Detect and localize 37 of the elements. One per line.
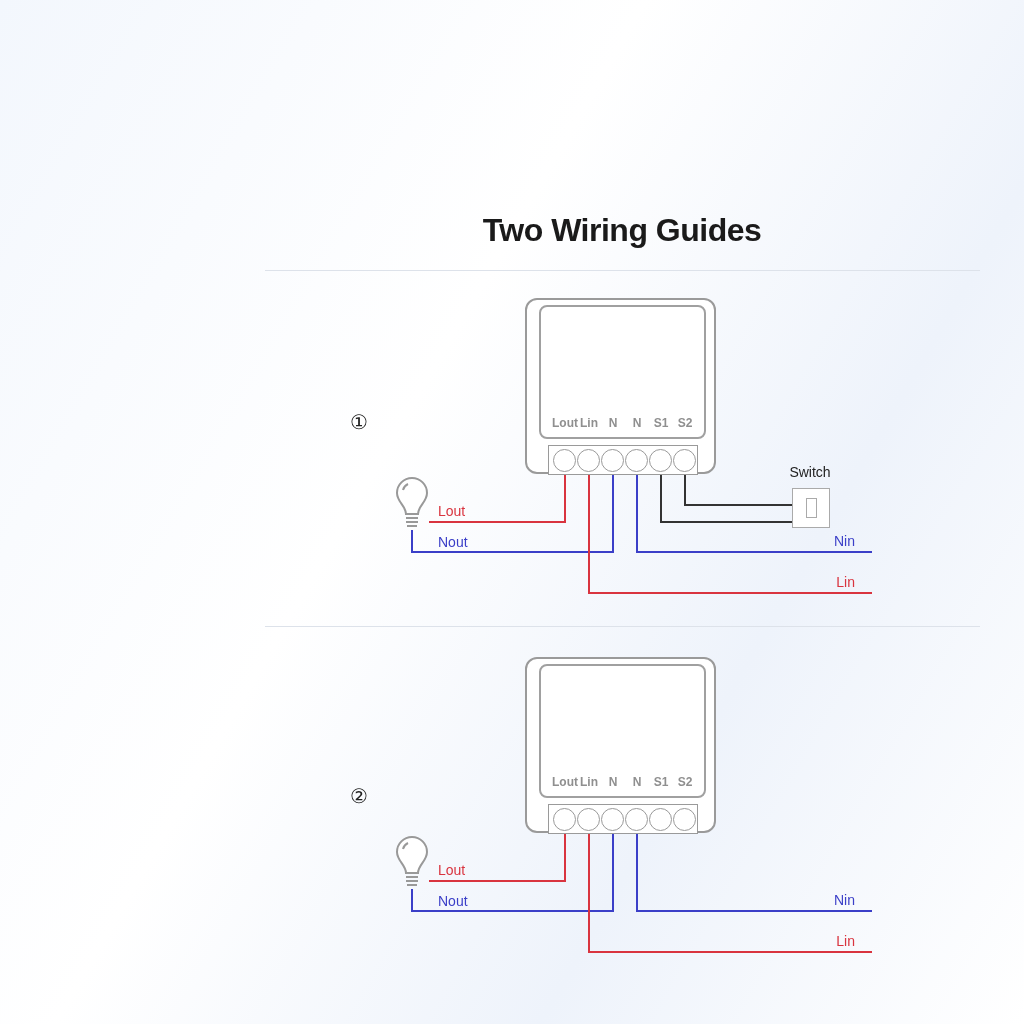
wire-label: Nin: [834, 892, 855, 908]
terminal-label: N: [631, 416, 643, 430]
terminal-label: S2: [676, 775, 694, 789]
wire: [428, 831, 566, 882]
wire: [636, 831, 873, 912]
wire-label: Nout: [438, 534, 468, 550]
wire-label: Lin: [836, 933, 855, 949]
wire-label: Lout: [438, 862, 466, 878]
relay-module: [525, 298, 716, 474]
wire-label: Lin: [836, 574, 855, 590]
wire: [684, 472, 793, 506]
wall-switch: [792, 464, 832, 530]
light-bulb-icon: [395, 837, 429, 889]
step-number: ①: [350, 410, 368, 434]
wire: [588, 831, 873, 953]
terminal-label: Lout: [551, 416, 579, 430]
terminal-label: N: [607, 416, 619, 430]
light-bulb-icon: [395, 478, 429, 530]
wire-label: Nout: [438, 893, 468, 909]
step-number: ②: [350, 784, 368, 808]
wire: [636, 472, 873, 553]
terminal-label: Lout: [551, 775, 579, 789]
switch-label: Switch: [788, 464, 832, 480]
wire: [428, 472, 566, 523]
diagram-title: Two Wiring Guides: [481, 212, 763, 249]
terminal-label: S1: [652, 775, 670, 789]
wire-label: Nin: [834, 533, 855, 549]
terminal-label: S2: [676, 416, 694, 430]
wire: [411, 472, 614, 553]
terminal-label: N: [607, 775, 619, 789]
wire: [588, 472, 873, 594]
terminal-label: N: [631, 775, 643, 789]
relay-module: [525, 657, 716, 833]
wire-label: Lout: [438, 503, 466, 519]
wire: [411, 831, 614, 912]
terminal-label: S1: [652, 416, 670, 430]
wire: [660, 472, 793, 523]
